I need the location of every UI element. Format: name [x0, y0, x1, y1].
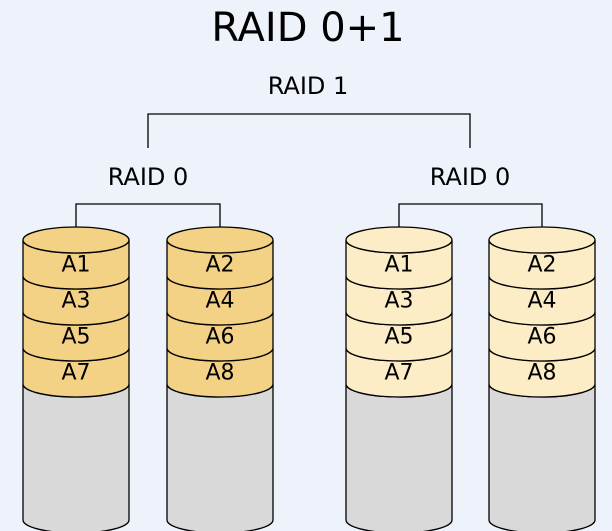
stripe-set-label-1: RAID 0 — [108, 163, 189, 191]
block-label: A2 — [205, 253, 234, 278]
disk-empty-space — [345, 383, 453, 531]
block-label: A2 — [527, 253, 556, 278]
disk-top — [345, 226, 453, 254]
block-label: A8 — [527, 361, 556, 386]
block-label: A5 — [61, 325, 90, 350]
diagram-title: RAID 0+1 — [211, 5, 404, 51]
block-label: A6 — [205, 325, 234, 350]
mirror-connector — [147, 113, 471, 148]
block-label: A3 — [61, 289, 90, 314]
block-label: A7 — [384, 361, 413, 386]
stripe-connector-2 — [398, 203, 543, 238]
block-label: A1 — [384, 253, 413, 278]
stripe-set-label-2: RAID 0 — [430, 163, 511, 191]
block-label: A4 — [527, 289, 556, 314]
block-label: A4 — [205, 289, 234, 314]
block-label: A3 — [384, 289, 413, 314]
disk-top — [22, 226, 130, 254]
disk-top — [166, 226, 274, 254]
disk-empty-space — [22, 383, 130, 531]
block-label: A1 — [61, 253, 90, 278]
block-label: A8 — [205, 361, 234, 386]
disk-empty-space — [488, 383, 596, 531]
block-label: A7 — [61, 361, 90, 386]
block-label: A6 — [527, 325, 556, 350]
disk-empty-space — [166, 383, 274, 531]
block-label: A5 — [384, 325, 413, 350]
stripe-connector-1 — [75, 203, 221, 238]
disk-top — [488, 226, 596, 254]
mirror-label: RAID 1 — [268, 72, 349, 100]
